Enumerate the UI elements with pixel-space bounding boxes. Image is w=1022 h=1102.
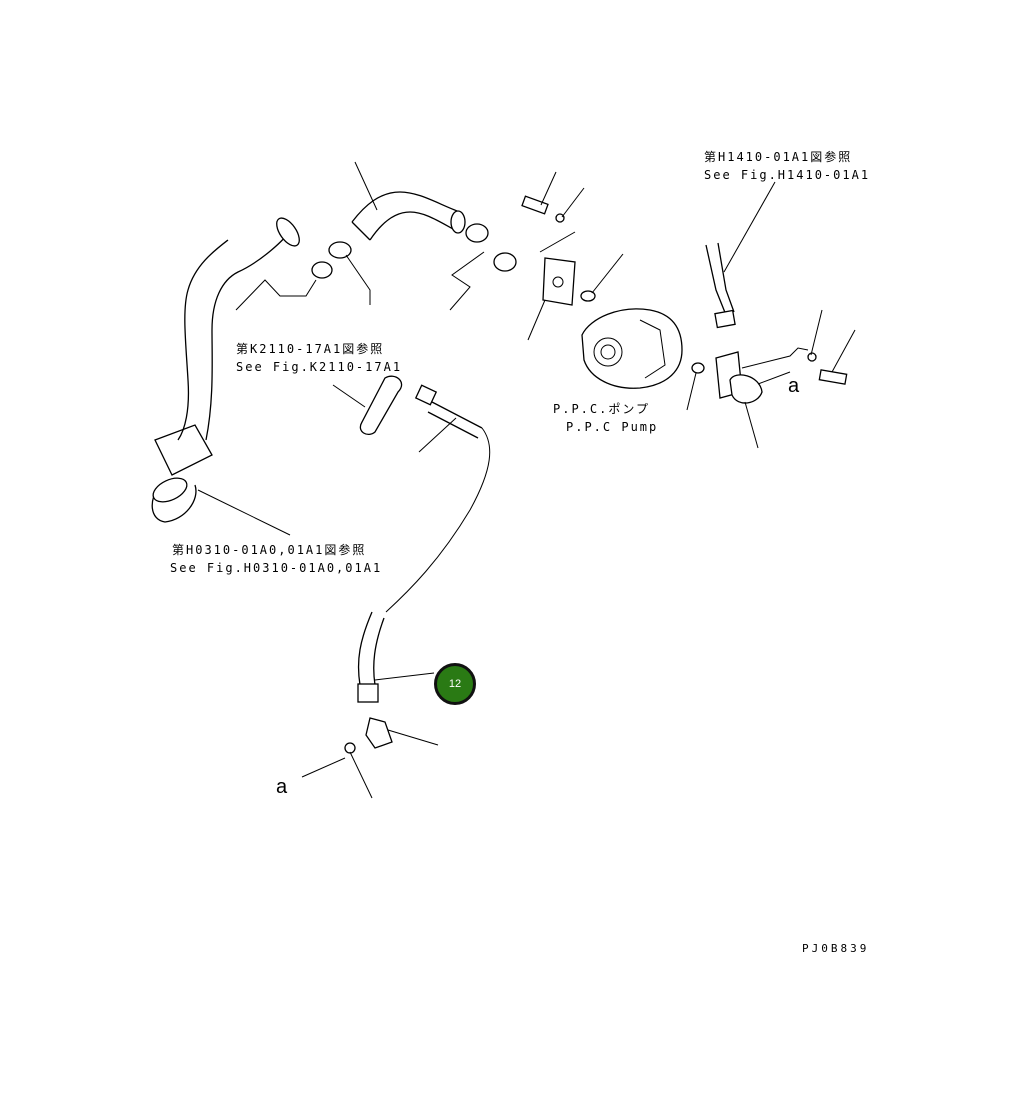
leader-lines xyxy=(197,161,856,799)
ppc-pump-label-en: P.P.C Pump xyxy=(566,420,659,434)
ref-h1410-en: See Fig.H1410-01A1 xyxy=(704,168,871,182)
ref-h1410-jp: 第H1410-01A1図参照 xyxy=(704,150,853,164)
hose-assembly xyxy=(344,384,491,754)
clamp-part xyxy=(359,375,403,436)
ref-k2110-jp: 第K2110-17A1図参照 xyxy=(236,342,385,356)
right-fitting xyxy=(705,242,848,404)
callout-number: 12 xyxy=(448,678,462,690)
drawing-code: PJ0B839 xyxy=(802,942,870,955)
ppc-pump-label-jp: P.P.C.ポンプ xyxy=(553,402,650,416)
ref-h0310-jp: 第H0310-01A0,01A1図参照 xyxy=(172,543,367,557)
ppc-pump-body xyxy=(581,308,705,389)
ref-h0310-en: See Fig.H0310-01A0,01A1 xyxy=(170,561,383,575)
marker-a-left: a xyxy=(276,776,288,798)
marker-a-right: a xyxy=(788,375,800,397)
ref-k2110-en: See Fig.K2110-17A1 xyxy=(236,360,403,374)
upper-hose xyxy=(311,191,517,279)
intake-hose xyxy=(151,217,300,523)
bolt-top xyxy=(521,195,565,223)
flange xyxy=(542,257,596,306)
callout-12-button[interactable]: 12 xyxy=(434,663,476,705)
